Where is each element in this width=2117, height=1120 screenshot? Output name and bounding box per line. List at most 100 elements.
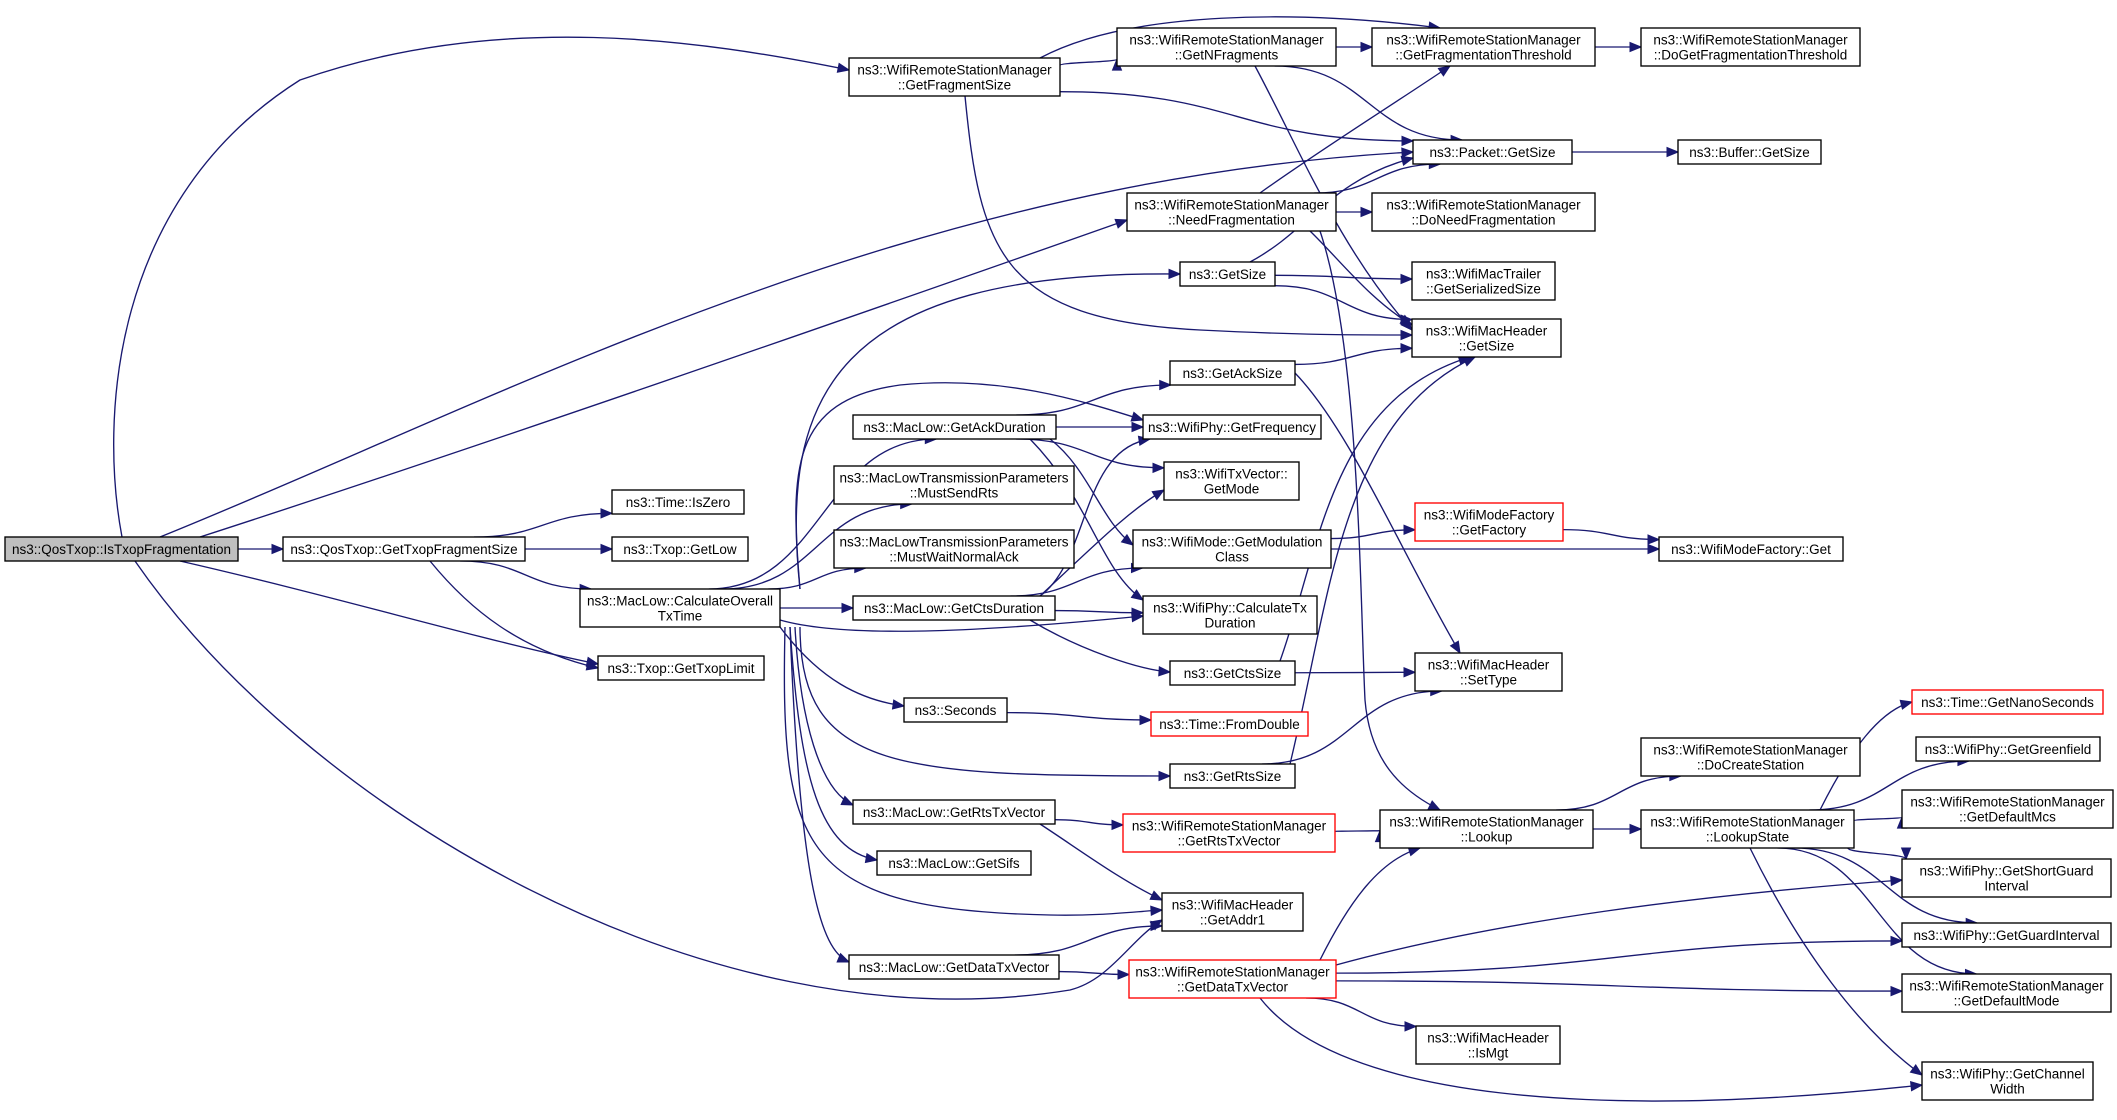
node-defaultMcs[interactable]: ns3::WifiRemoteStationManager::GetDefaul… xyxy=(1901,789,2114,829)
node-getSifs[interactable]: ns3::MacLow::GetSifs xyxy=(876,850,1032,876)
arrowhead xyxy=(1360,41,1374,53)
call-edge xyxy=(1039,438,1151,597)
node-label: ns3::WifiTxVector:: xyxy=(1175,467,1288,482)
arrowhead xyxy=(1114,218,1129,229)
call-edge xyxy=(722,503,912,590)
node-label: ns3::WifiModeFactory xyxy=(1424,508,1555,523)
node-getCtsDuration[interactable]: ns3::MacLow::GetCtsDuration xyxy=(852,595,1056,621)
node-label: GetMode xyxy=(1204,482,1260,497)
node-getCtsSize[interactable]: ns3::GetCtsSize xyxy=(1169,660,1296,686)
node-label: ns3::WifiRemoteStationManager xyxy=(1653,33,1848,48)
node-box xyxy=(1415,1025,1561,1065)
node-label: ::GetSerializedSize xyxy=(1426,282,1541,297)
node-label: ns3::MacLow::GetAckDuration xyxy=(863,420,1045,435)
node-needFrag[interactable]: ns3::WifiRemoteStationManager::NeedFragm… xyxy=(1126,192,1337,232)
node-box xyxy=(1128,959,1337,999)
node-wrsmGetDataTxVector[interactable]: ns3::WifiRemoteStationManager::GetDataTx… xyxy=(1128,959,1337,999)
node-label: ns3::WifiRemoteStationManager xyxy=(1386,33,1581,48)
node-getSize[interactable]: ns3::GetSize xyxy=(1179,261,1276,287)
node-label: Class xyxy=(1215,550,1249,565)
node-getNanoSeconds[interactable]: ns3::Time::GetNanoSeconds xyxy=(1911,689,2104,715)
node-lookup[interactable]: ns3::WifiRemoteStationManager::Lookup xyxy=(1379,809,1594,849)
call-edge xyxy=(429,560,599,669)
node-layer: ns3::QosTxop::IsTxopFragmentation ns3::Qo… xyxy=(4,27,2114,1101)
node-txVectorGetMode[interactable]: ns3::WifiTxVector::GetMode xyxy=(1163,461,1300,501)
node-wrsmGetRtsTxVector[interactable]: ns3::WifiRemoteStationManager::GetRtsTxV… xyxy=(1122,813,1336,853)
node-getFragSize[interactable]: ns3::WifiRemoteStationManager::GetFragme… xyxy=(848,57,1061,97)
node-txopLimit[interactable]: ns3::Txop::GetTxopLimit xyxy=(597,655,765,681)
node-setType[interactable]: ns3::WifiMacHeader::SetType xyxy=(1414,652,1563,692)
node-factoryGet[interactable]: ns3::WifiModeFactory::Get xyxy=(1658,536,1844,562)
arrowhead xyxy=(600,508,614,519)
node-label: ::MustWaitNormalAck xyxy=(889,550,1019,565)
node-getRtsSize[interactable]: ns3::GetRtsSize xyxy=(1169,763,1296,789)
node-getDataTxVector[interactable]: ns3::MacLow::GetDataTxVector xyxy=(848,954,1060,980)
node-box xyxy=(1911,689,2104,715)
node-box xyxy=(579,588,781,628)
node-getAddr1[interactable]: ns3::WifiMacHeader::GetAddr1 xyxy=(1161,892,1304,932)
node-seconds[interactable]: ns3::Seconds xyxy=(903,697,1008,723)
arrowhead xyxy=(1130,411,1145,422)
call-edge xyxy=(1274,274,1413,280)
node-box xyxy=(1142,595,1318,635)
node-mustSendRts[interactable]: ns3::MacLowTransmissionParameters::MustS… xyxy=(833,465,1075,505)
node-trailerSize[interactable]: ns3::WifiMacTrailer::GetSerializedSize xyxy=(1411,261,1556,301)
node-bufferGetSize[interactable]: ns3::Buffer::GetSize xyxy=(1677,139,1822,165)
node-lookupState[interactable]: ns3::WifiRemoteStationManager::LookupSta… xyxy=(1640,809,1855,849)
node-getAckDuration[interactable]: ns3::MacLow::GetAckDuration xyxy=(852,414,1057,440)
call-edge xyxy=(1853,816,1903,822)
node-isTxopFrag[interactable]: ns3::QosTxop::IsTxopFragmentation xyxy=(4,536,239,562)
arrowhead xyxy=(1151,489,1166,501)
node-greenfield[interactable]: ns3::WifiPhy::GetGreenfield xyxy=(1915,736,2101,762)
node-mustWaitAck[interactable]: ns3::MacLowTransmissionParameters::MustW… xyxy=(833,529,1075,569)
node-label: ::DoNeedFragmentation xyxy=(1411,213,1555,228)
node-label: ns3::WifiMacHeader xyxy=(1427,1031,1549,1046)
node-doNeedFrag[interactable]: ns3::WifiRemoteStationManager::DoNeedFra… xyxy=(1371,192,1596,232)
node-timeIsZero[interactable]: ns3::Time::IsZero xyxy=(611,489,745,515)
node-box xyxy=(1379,809,1594,849)
node-getFactory[interactable]: ns3::WifiModeFactory::GetFactory xyxy=(1414,502,1564,542)
node-guardInterval[interactable]: ns3::WifiPhy::GetGuardInterval xyxy=(1901,922,2112,948)
node-defaultMode[interactable]: ns3::WifiRemoteStationManager::GetDefaul… xyxy=(1901,973,2112,1013)
node-getRtsTxVector[interactable]: ns3::MacLow::GetRtsTxVector xyxy=(852,799,1056,825)
arrowhead xyxy=(1890,875,1904,887)
node-getAckSize[interactable]: ns3::GetAckSize xyxy=(1169,360,1296,386)
node-label: ns3::Time::FromDouble xyxy=(1159,717,1300,732)
node-label: ::GetDataTxVector xyxy=(1177,980,1289,995)
node-isMgt[interactable]: ns3::WifiMacHeader::IsMgt xyxy=(1415,1025,1561,1065)
node-label: ::NeedFragmentation xyxy=(1168,213,1295,228)
node-fromDouble[interactable]: ns3::Time::FromDouble xyxy=(1150,711,1309,737)
call-edge xyxy=(1016,384,1171,416)
node-box xyxy=(1658,536,1844,562)
node-packetGetSize[interactable]: ns3::Packet::GetSize xyxy=(1412,139,1573,165)
call-edge xyxy=(1010,567,1143,597)
node-getNFrag[interactable]: ns3::WifiRemoteStationManager::GetNFragm… xyxy=(1116,27,1337,67)
arrowhead xyxy=(1400,155,1415,167)
node-getFragThresh[interactable]: ns3::WifiRemoteStationManager::GetFragme… xyxy=(1371,27,1596,67)
arrowhead xyxy=(1647,534,1661,545)
node-label: ns3::Txop::GetLow xyxy=(623,542,737,557)
call-edge xyxy=(1294,372,1461,654)
node-label: ns3::WifiPhy::GetShortGuard xyxy=(1919,864,2093,879)
call-edge xyxy=(1054,609,1144,614)
node-label: ns3::WifiRemoteStationManager xyxy=(857,63,1052,78)
node-label: ns3::MacLow::GetSifs xyxy=(888,856,1020,871)
node-box xyxy=(1414,502,1564,542)
node-getFrequency[interactable]: ns3::WifiPhy::GetFrequency xyxy=(1142,414,1322,440)
node-txopGetLow[interactable]: ns3::Txop::GetLow xyxy=(611,536,749,562)
call-edge xyxy=(708,438,937,590)
node-box xyxy=(1921,1061,2094,1101)
node-box xyxy=(1169,360,1296,386)
node-macHdrGetSize[interactable]: ns3::WifiMacHeader::GetSize xyxy=(1411,318,1562,358)
node-doCreateStation[interactable]: ns3::WifiRemoteStationManager::DoCreateS… xyxy=(1640,737,1861,777)
arrowhead xyxy=(1437,65,1452,77)
node-box xyxy=(1179,261,1276,287)
node-label: ns3::GetRtsSize xyxy=(1184,769,1282,784)
node-getTxopFragSize[interactable]: ns3::QosTxop::GetTxopFragmentSize xyxy=(282,536,526,562)
node-doGetFragThresh[interactable]: ns3::WifiRemoteStationManager::DoGetFrag… xyxy=(1640,27,1861,67)
